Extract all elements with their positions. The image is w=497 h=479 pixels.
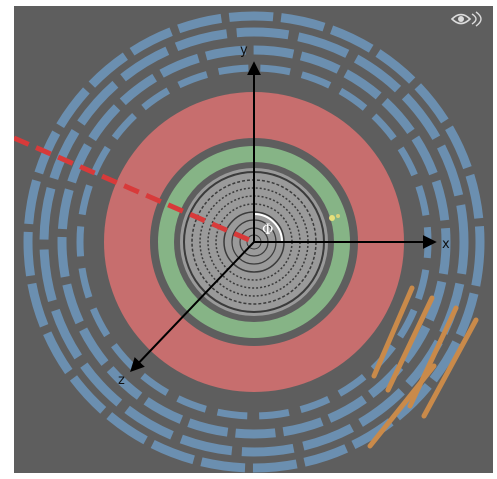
- detector-diagram: Φ x y z: [14, 6, 493, 473]
- x-axis-label: x: [442, 237, 450, 252]
- muon-hit-2: [385, 295, 435, 393]
- muon-hit-1: [371, 285, 415, 379]
- detector-frame: Φ x y z: [14, 6, 493, 473]
- coordinate-axes: [130, 61, 437, 373]
- z-axis-arrow: [130, 241, 255, 373]
- y-axis-label: y: [240, 43, 248, 58]
- muon-ring-3: [39, 27, 469, 457]
- muon-ring-4: [23, 11, 485, 473]
- energy-deposit: [329, 214, 340, 221]
- particle-track: [14, 135, 255, 245]
- muon-ring-2: [57, 45, 451, 439]
- hit-dot: [329, 215, 335, 221]
- phi-angle-arc: [253, 213, 283, 243]
- muon-hit-segments: [367, 285, 479, 449]
- eye-logo-icon: [450, 11, 482, 27]
- muon-hit-5: [367, 363, 437, 449]
- muon-hit-4: [421, 317, 479, 419]
- z-axis-label: z: [118, 373, 125, 388]
- phi-label: Φ: [262, 222, 273, 238]
- muon-chambers: [23, 11, 485, 473]
- hit-dot: [336, 214, 340, 218]
